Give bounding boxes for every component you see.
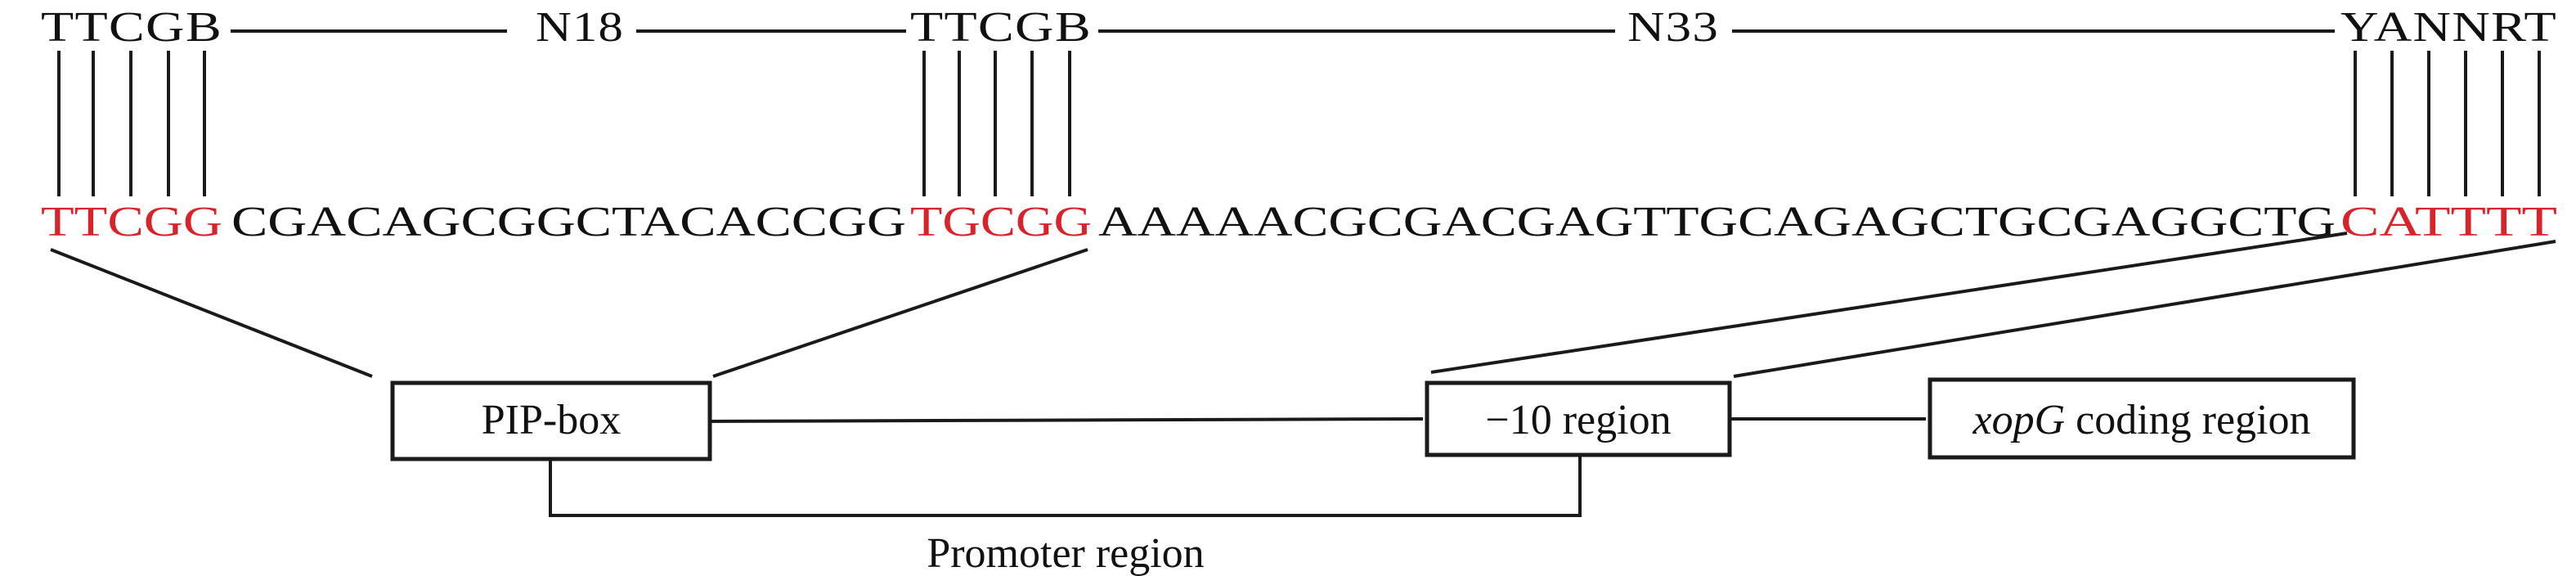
motif-block-2: TTCGB (910, 4, 1092, 51)
connector-minus10-left (1430, 232, 2348, 374)
sequence-match-minus10: CATTTT (2340, 199, 2557, 245)
sequence-spacer-18: CGACAGCGGCTACACCGG (231, 199, 906, 245)
spacer-label-n33: N33 (1627, 4, 1719, 51)
connector-minus10-right (1733, 240, 2556, 378)
coding-region-box: xopG coding region (1928, 377, 2356, 460)
link-pip-to-minus10 (709, 417, 1424, 423)
connector-pip-left (50, 248, 373, 378)
spacer-label-n18: N18 (536, 4, 624, 51)
sequence-match-pip-1: TTCGG (41, 199, 222, 245)
motif-block-3: YANNRT (2340, 4, 2557, 51)
sequence-match-pip-2: TGCGG (910, 199, 1092, 245)
coding-region-suffix: coding region (2065, 397, 2310, 443)
connector-pip-right (712, 248, 1088, 378)
motif-block-1: TTCGB (41, 4, 222, 51)
pip-box-frame (390, 380, 712, 461)
coding-box-label: xopG coding region (1972, 397, 2310, 443)
minus10-region-box: −10 region (1425, 380, 1732, 457)
coding-gene-name: xopG (1972, 397, 2065, 443)
pip-box-label: PIP-box (482, 397, 621, 443)
promoter-region-label: Promoter region (927, 530, 1204, 577)
coding-box-frame (1928, 377, 2356, 460)
sequence-spacer-33: AAAAACGCGACGAGTTGCAGAGCTGCGAGGCTG (1098, 199, 2336, 245)
correspondence-bars (57, 51, 2541, 196)
minus10-box-label: −10 region (1485, 397, 1671, 443)
minus10-box-frame (1425, 380, 1732, 457)
promoter-bracket (549, 457, 1582, 517)
pip-box: PIP-box (390, 380, 712, 461)
